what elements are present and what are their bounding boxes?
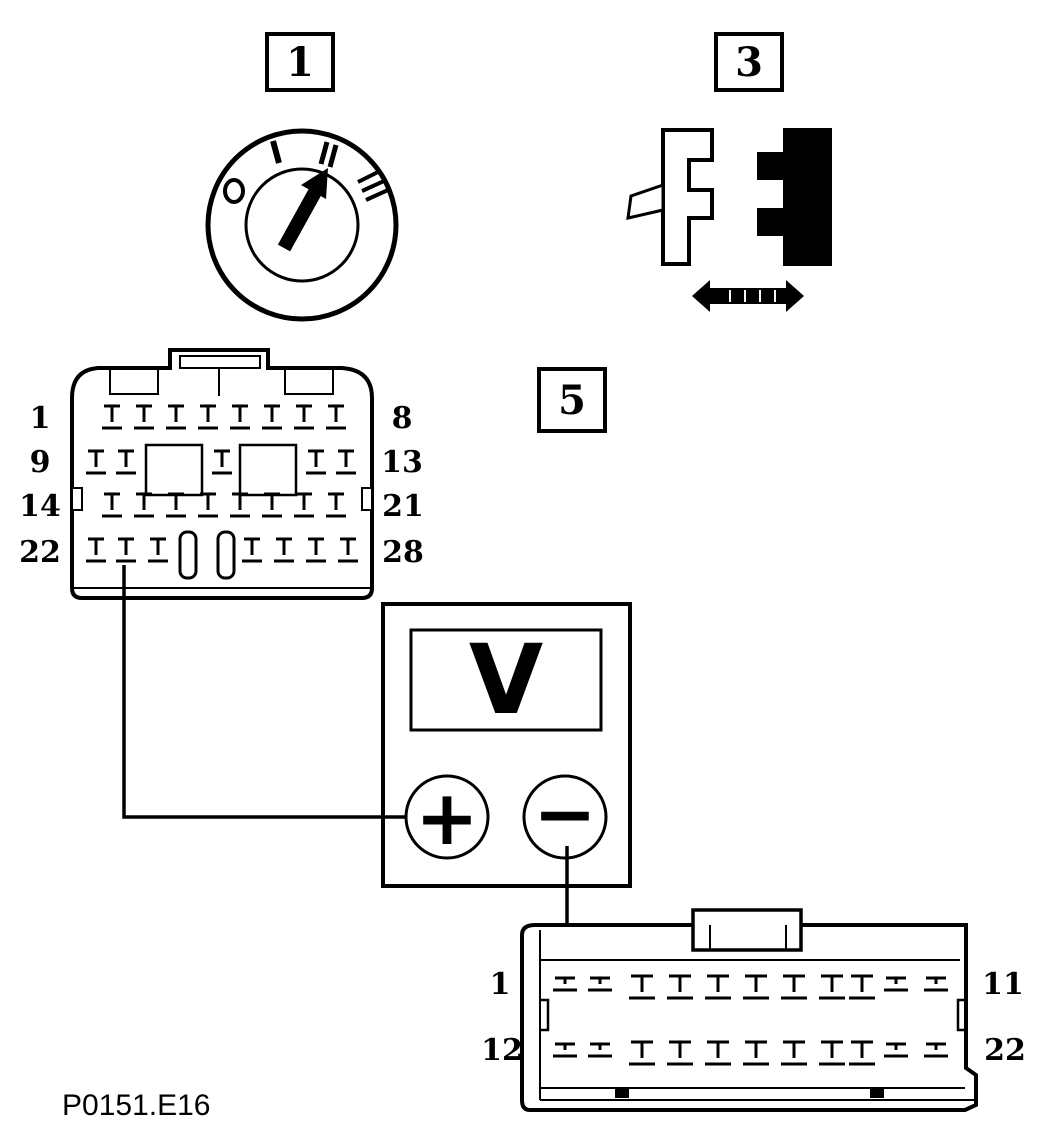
connector-28-pin: [166, 492, 186, 518]
connector-28-row3-start: 14: [19, 489, 61, 524]
connector-22-pin: [924, 1042, 948, 1058]
connector-22-pin: [743, 1040, 769, 1066]
connector-22-row2-start: 12: [481, 1033, 523, 1068]
connector-28-pin: [212, 449, 232, 475]
connector-22-pin: [705, 974, 731, 1000]
connector-22-row2-end: 22: [984, 1033, 1026, 1068]
connector-28-row1-end: 8: [392, 401, 413, 436]
connector-28-pin: [262, 492, 282, 518]
connector-28-pin: [294, 492, 314, 518]
callout-1: 1: [265, 32, 335, 92]
connector-28-pin: [134, 492, 154, 518]
connector-28-pin: [326, 492, 346, 518]
figure-code: P0151.E16: [62, 1089, 210, 1122]
connector-28-pin: [338, 537, 358, 563]
connector-28-pin: [116, 449, 136, 475]
callout-5: 5: [537, 367, 607, 433]
callout-3: 3: [714, 32, 784, 92]
negative-terminal-label: −: [533, 769, 597, 858]
connector-28-pin: [86, 537, 106, 563]
connector-28-row2-end: 13: [381, 445, 423, 480]
connector-28-pins: [86, 404, 358, 563]
voltmeter-display: [409, 628, 603, 732]
connector-28-pin: [294, 404, 314, 430]
connector-28-pin: [134, 404, 154, 430]
connector-28-row3-end: 21: [382, 489, 424, 524]
connector-22-pin: [629, 1040, 655, 1066]
connector-28-pin: [166, 404, 186, 430]
connector-28-pin: [326, 404, 346, 430]
connector-22-pin: [553, 976, 577, 992]
connector-22-pin: [924, 976, 948, 992]
ignition-switch-icon: [205, 128, 399, 322]
connector-28-pin: [198, 492, 218, 518]
voltmeter-display-text: V: [469, 624, 543, 736]
connector-22-pin: [667, 974, 693, 1000]
negative-terminal: [522, 774, 608, 860]
connector-22-pin: [781, 974, 807, 1000]
connector-22-pin: [849, 974, 875, 1000]
positive-terminal-label: +: [415, 773, 479, 862]
connector-22-row1-end: 11: [982, 967, 1024, 1002]
connector-22-pin: [743, 974, 769, 1000]
callout-1-label: 1: [286, 39, 314, 86]
connector-22-pin: [884, 976, 908, 992]
connector-28-pin: [336, 449, 356, 475]
connector-22-pins: [553, 974, 948, 1066]
connector-22-pin: [781, 1040, 807, 1066]
connector-22-pin: [588, 1042, 612, 1058]
connector-28-pin: [148, 537, 168, 563]
connector-28-pin: [198, 404, 218, 430]
connector-28-pin: [274, 537, 294, 563]
connector-28-pin: [242, 537, 262, 563]
connector-22-pin: [520, 908, 978, 1112]
connector-22-row1-start: 1: [490, 967, 511, 1002]
connector-28-pin: [230, 404, 250, 430]
connector-28-pin: [306, 449, 326, 475]
connector-28-pin: [262, 404, 282, 430]
connector-28-pin: [102, 492, 122, 518]
positive-test-lead: [122, 565, 406, 819]
connector-28-row2-start: 9: [30, 445, 51, 480]
connector-28-pin: [70, 348, 374, 600]
connector-28-pin: [116, 537, 136, 563]
connector-22-pin: [667, 1040, 693, 1066]
ignition-position-0: [223, 178, 245, 204]
connector-28-row1-start: 1: [30, 401, 51, 436]
connector-28-pin: [230, 492, 250, 518]
connector-22-pin: [819, 974, 845, 1000]
connector-22-pin: [588, 976, 612, 992]
voltmeter: V + −: [381, 602, 632, 888]
connector-28-row4-start: 22: [19, 535, 61, 570]
connector-22-pin: [849, 1040, 875, 1066]
connector-28-row4-end: 28: [382, 535, 424, 570]
callout-3-label: 3: [735, 39, 763, 86]
connector-22-pin: [884, 1042, 908, 1058]
connector-22-pin: [629, 974, 655, 1000]
connector-28-pin: [86, 449, 106, 475]
callout-5-label: 5: [558, 377, 586, 424]
connector-28-pin: [102, 404, 122, 430]
connector-22-pin: [553, 1042, 577, 1058]
connector-22-pin: [819, 1040, 845, 1066]
connector-28-pin: [306, 537, 326, 563]
connector-22-pin: [705, 1040, 731, 1066]
connector-disconnected-icon: [626, 128, 832, 312]
